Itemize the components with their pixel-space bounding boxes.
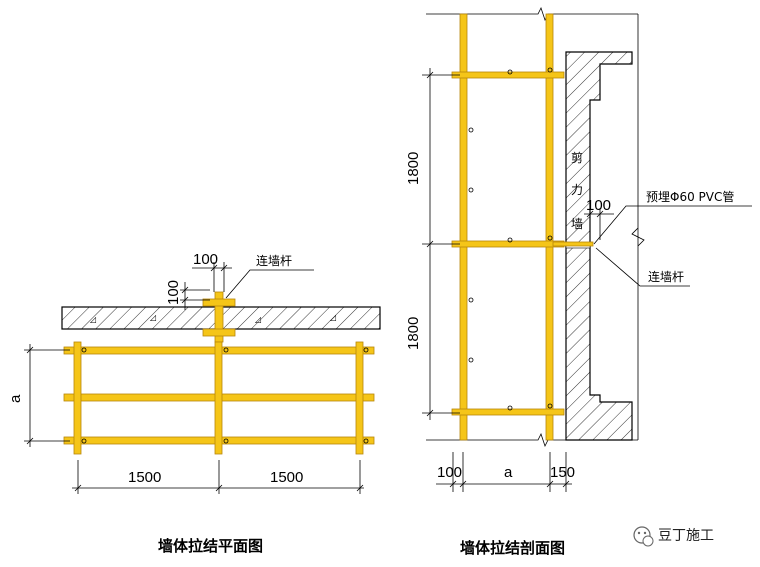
section-caption: 墙体拉结剖面图 [460, 539, 565, 557]
plan-dim-top [192, 262, 232, 292]
plan-caption: 墙体拉结平面图 [158, 537, 263, 555]
section-pvc-leader [593, 205, 752, 245]
section-tie-rod [552, 241, 594, 247]
section-dim-lower: 1800 [405, 317, 422, 350]
section-couplers [468, 67, 553, 411]
wechat-icon [633, 526, 654, 547]
section-view: 剪 力 墙 [405, 6, 752, 557]
section-dim-upper: 1800 [405, 152, 422, 185]
watermark: 豆丁施工 [633, 526, 714, 547]
section-dim-left-gap: 100 [437, 464, 462, 481]
plan-tie-leader [225, 269, 314, 299]
plan-dim-side [180, 282, 210, 310]
section-dim-embed-label: 100 [586, 197, 611, 214]
section-dim-right-gap: 150 [550, 464, 575, 481]
section-break-lines [426, 6, 638, 448]
plan-scaffold-verticals [73, 341, 364, 455]
section-tie-leader [595, 247, 690, 287]
plan-dim-a [24, 344, 70, 447]
svg-text:◿: ◿ [329, 313, 336, 322]
plan-couplers [81, 347, 369, 444]
svg-text:◿: ◿ [254, 315, 261, 324]
section-pvc-label: 预埋Φ60 PVC管 [646, 189, 734, 204]
wall-char-3: 墙 [571, 217, 583, 231]
wall-char-2: 力 [571, 183, 583, 197]
svg-text:◿: ◿ [149, 313, 156, 322]
plan-tie-label: 连墙杆 [256, 253, 292, 268]
plan-view: ◿ ◿ ◿ ◿ [7, 251, 381, 555]
plan-dim-side-label: 100 [165, 280, 182, 305]
wall-char-1: 剪 [571, 150, 583, 165]
plan-dim-a-label: a [7, 394, 24, 403]
svg-text:◿: ◿ [89, 315, 96, 324]
plan-dim-span-left: 1500 [128, 469, 161, 486]
plan-dim-spans [72, 460, 364, 494]
plan-dim-top-label: 100 [193, 251, 218, 268]
plan-dim-span-right: 1500 [270, 469, 303, 486]
section-dim-a: a [504, 464, 513, 481]
section-dim-vertical [422, 68, 460, 420]
section-wall-break [631, 227, 645, 247]
section-dim-embed [584, 208, 614, 240]
watermark-text: 豆丁施工 [658, 528, 714, 544]
section-tie-label: 连墙杆 [648, 269, 684, 284]
section-scaffold-verticals [459, 13, 554, 441]
section-dim-bottom [436, 452, 572, 492]
